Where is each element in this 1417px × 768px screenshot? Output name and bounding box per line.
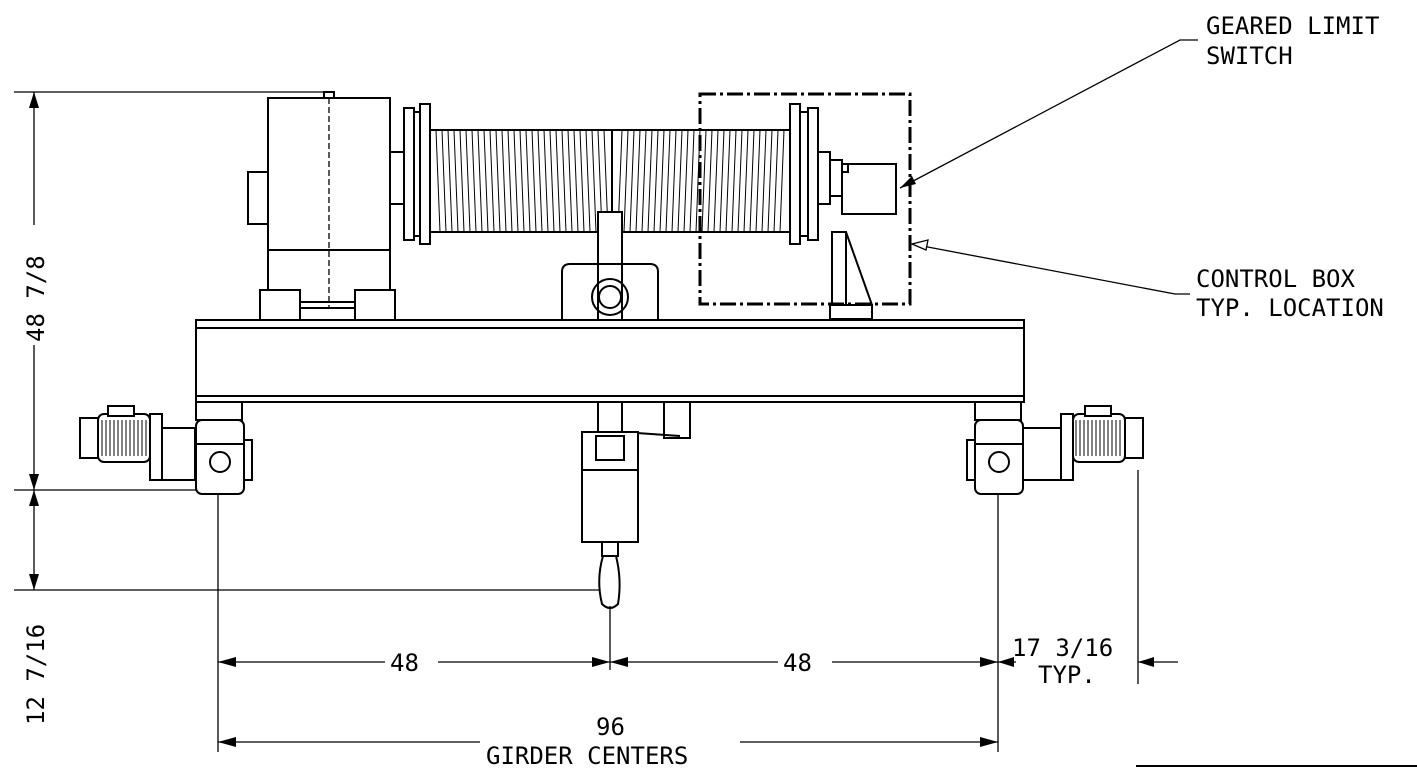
hoist-gearbox <box>247 91 396 321</box>
control-box-outline <box>698 92 912 306</box>
drum-support-stand <box>829 231 873 320</box>
dim-hook-drop: 12 7/16 <box>14 490 600 725</box>
dim-overhang-label-2: TYP. <box>1038 661 1096 689</box>
drum-left-flange <box>389 103 431 245</box>
callout-geared-limit-switch: GEARED LIMIT SWITCH <box>899 12 1379 189</box>
drum-grooves <box>435 129 785 233</box>
callout-control-box-line1: CONTROL BOX <box>1196 265 1355 293</box>
limit-switch <box>841 163 897 215</box>
dim-girder-span-caption: GIRDER CENTERS <box>486 742 688 768</box>
dim-half-spans: 48 48 <box>218 649 998 677</box>
hook-block <box>581 401 691 609</box>
dim-hook-drop-label: 12 7/16 <box>22 624 50 725</box>
callout-control-box: CONTROL BOX TYP. LOCATION <box>909 239 1384 322</box>
drum-right-flange <box>789 103 843 245</box>
right-end-truck <box>966 405 1144 495</box>
dim-overall-height: 48 7/8 <box>14 91 330 491</box>
dim-left-half-label: 48 <box>390 649 419 677</box>
callout-limit-switch-line2: SWITCH <box>1206 42 1293 70</box>
wire-rope-drum <box>429 129 791 233</box>
callout-control-box-line2: TYP. LOCATION <box>1196 294 1384 322</box>
dim-girder-span-label: 96 <box>596 713 625 741</box>
dim-overhang-label-1: 17 3/16 <box>1012 634 1113 662</box>
dim-overall-height-label: 48 7/8 <box>22 255 50 342</box>
left-end-truck <box>79 405 253 495</box>
dim-right-half-label: 48 <box>783 649 812 677</box>
trolley-frame <box>195 319 1025 421</box>
dim-girder-span: 96 GIRDER CENTERS <box>218 713 998 768</box>
callout-limit-switch-line1: GEARED LIMIT <box>1206 12 1379 40</box>
dim-end-truck-overhang: 17 3/16 TYP. <box>998 634 1178 689</box>
